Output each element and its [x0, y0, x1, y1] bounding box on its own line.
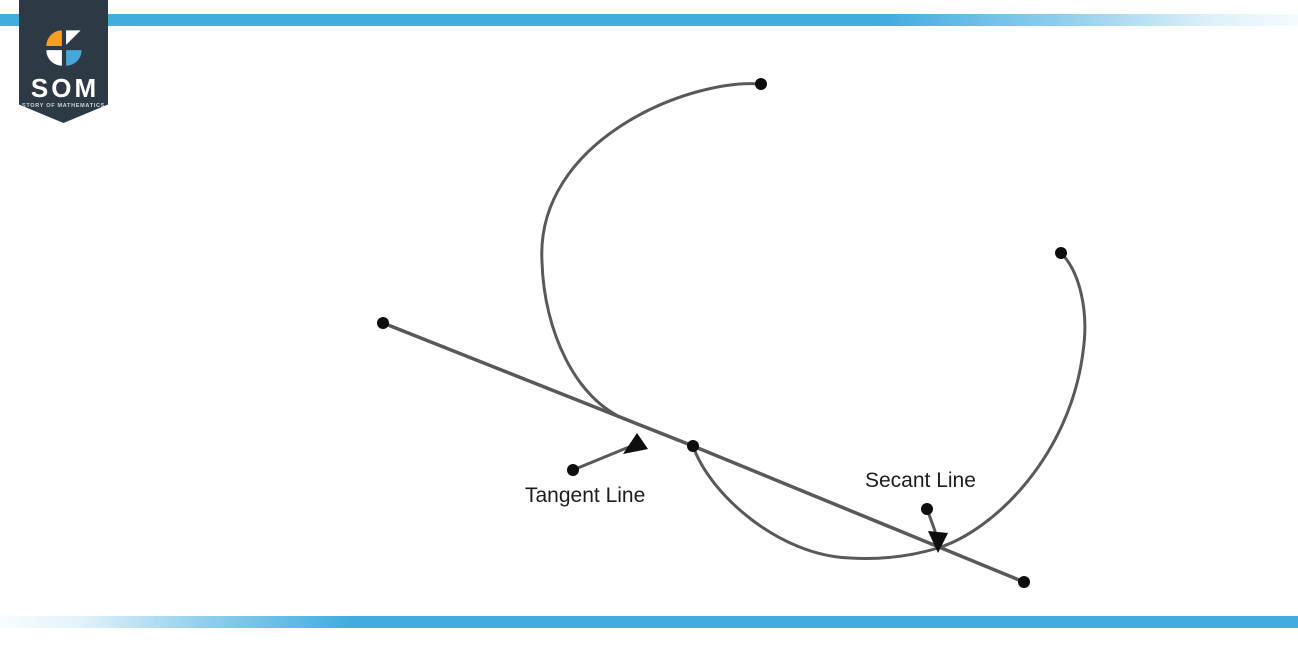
curve-endpoint-top	[755, 78, 767, 90]
tangency-intersection-point	[687, 440, 699, 452]
tangent-line	[381, 321, 695, 448]
tangent-label-anchor-dot	[567, 464, 579, 476]
pinwheel-orange-quarter	[45, 30, 62, 46]
som-pinwheel-icon	[45, 30, 82, 66]
secant-pointer-arrowhead	[928, 531, 948, 553]
brand-name: SOM	[30, 73, 100, 103]
tangent-pointer-arrowhead	[623, 433, 648, 454]
curve-path	[540, 82, 1087, 560]
som-logo-banner: SOM STORY OF MATHEMATICS	[19, 0, 108, 123]
top-accent-bar	[0, 14, 1298, 26]
secant-line	[691, 444, 1026, 584]
pinwheel-white-triangle	[65, 30, 81, 45]
pinwheel-white-quarter	[45, 50, 62, 66]
tangent-line-endpoint-left	[377, 317, 389, 329]
pinwheel-blue-quarter	[65, 50, 82, 66]
secant-label-anchor-dot	[921, 503, 933, 515]
tangent-pointer-shaft	[571, 445, 631, 472]
tangent-line-label: Tangent Line	[525, 484, 646, 507]
secant-line-label: Secant Line	[865, 469, 976, 492]
brand-subtitle: STORY OF MATHEMATICS	[21, 103, 106, 109]
secant-line-endpoint-right	[1018, 576, 1030, 588]
curve-endpoint-right	[1055, 247, 1067, 259]
bottom-accent-bar	[0, 616, 1298, 628]
